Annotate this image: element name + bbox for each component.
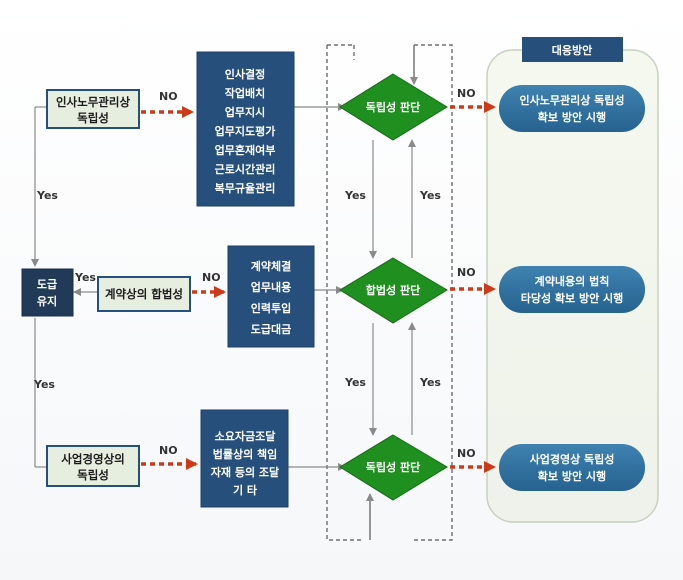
criteria-item: 근로시간관리 [215, 162, 276, 176]
decision-diamond-independence-2: 독립성 판단 [339, 434, 448, 501]
criteria-item: 도급대금 [251, 322, 291, 336]
action-pill-hr: 인사노무관리상 독립성 확보 방안 시행 [499, 85, 645, 132]
criteria-item: 복무규율관리 [215, 181, 276, 195]
criteria-item: 자재 등의 조달 [211, 465, 279, 479]
check-label: 독립성 [77, 468, 109, 482]
maintain-contract-box: 도급 유지 [21, 268, 74, 317]
yes-label: Yes [419, 376, 441, 389]
panel-title-box [522, 37, 623, 62]
svg-text:독립성 판단: 독립성 판단 [366, 460, 420, 474]
no-label: NO [457, 266, 476, 279]
no-label: NO [457, 447, 476, 460]
check-label: 사업경영상의 [61, 452, 124, 466]
svg-text:계약내용의 법칙: 계약내용의 법칙 [535, 274, 610, 288]
svg-text:확보 방안 시행: 확보 방안 시행 [538, 110, 606, 124]
criteria-item: 업무지시 [225, 105, 265, 119]
check-label: 독립성 [77, 111, 109, 125]
yes-label: Yes [344, 376, 366, 389]
no-label: NO [159, 444, 178, 457]
svg-text:타당성 확보 방안 시행: 타당성 확보 방안 시행 [521, 291, 624, 305]
left-dashed-loop [326, 44, 363, 541]
svg-text:독립성 판단: 독립성 판단 [366, 100, 420, 114]
action-pill-business: 사업경영상 독립성 확보 방안 시행 [499, 444, 645, 491]
criteria-box-business: 소요자금조달 법률상의 책임 자재 등의 조달 기 타 [200, 409, 289, 508]
svg-text:유지: 유지 [37, 294, 57, 308]
criteria-item: 업무지도평가 [215, 124, 276, 138]
check-box-business-independence: 사업경영상의 독립성 [46, 445, 140, 487]
yes-label: Yes [344, 189, 366, 202]
no-label: NO [457, 87, 476, 100]
decision-diamond-legality: 합법성 판단 [339, 257, 448, 324]
no-label: NO [202, 271, 221, 284]
yes-label: Yes [36, 189, 58, 202]
action-pill-contract: 계약내용의 법칙 타당성 확보 방안 시행 [499, 266, 645, 313]
check-label: 인사노무관리상 [56, 95, 130, 109]
check-box-hr-independence: 인사노무관리상 독립성 [46, 89, 140, 129]
check-label: 계약상의 합법성 [105, 287, 183, 301]
criteria-item: 작업배치 [225, 86, 265, 100]
criteria-item: 인력투입 [251, 301, 291, 315]
yes-label: Yes [419, 189, 441, 202]
no-label: NO [159, 90, 178, 103]
criteria-item: 업무내용 [251, 280, 291, 294]
criteria-box-hr: 인사결정 작업배치 업무지시 업무지도평가 업무혼재여부 근로시간관리 복무규율… [196, 51, 295, 207]
criteria-item: 인사결정 [225, 67, 265, 81]
decision-diamond-independence-1: 독립성 판단 [339, 73, 448, 141]
criteria-item: 기 타 [233, 483, 258, 497]
svg-text:확보 방안 시행: 확보 방안 시행 [538, 469, 606, 483]
svg-text:합법성 판단: 합법성 판단 [366, 283, 420, 297]
check-box-contract-legality: 계약상의 합법성 [97, 276, 191, 312]
yes-label: Yes [33, 378, 55, 391]
criteria-box-contract: 계약체결 업무내용 인력투입 도급대금 [227, 245, 315, 348]
criteria-item: 법률상의 책임 [213, 447, 278, 461]
yes-label: Yes [74, 271, 96, 284]
panel-title: 대응방안 [552, 43, 592, 57]
svg-text:도급: 도급 [37, 278, 57, 291]
svg-text:사업경영상 독립성: 사업경영상 독립성 [530, 452, 615, 466]
criteria-item: 계약체결 [251, 259, 291, 273]
svg-text:인사노무관리상 독립성: 인사노무관리상 독립성 [519, 93, 624, 107]
criteria-item: 소요자금조달 [215, 429, 276, 443]
criteria-item: 업무혼재여부 [215, 143, 276, 157]
